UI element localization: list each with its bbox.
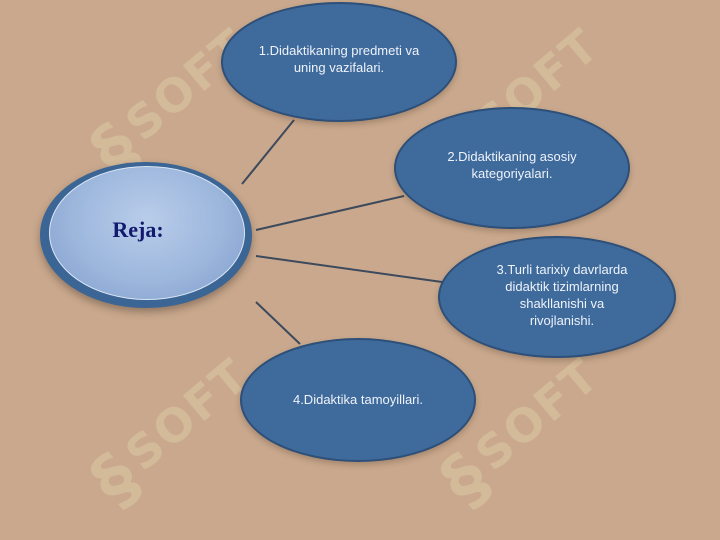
- connector-line-3: [255, 255, 443, 283]
- topic-label-2: 2.Didaktikaning asosiy kategoriyalari.: [447, 149, 577, 181]
- topic-label-4: 4.Didaktika tamoyillari.: [292, 391, 424, 407]
- center-label: Reja:: [112, 217, 164, 242]
- topic-label-1: 1.Didaktikaning predmeti va uning vazifa…: [258, 43, 420, 75]
- topic-label-3: 3.Turli tarixiy davrlarda didaktik tizim…: [496, 262, 628, 328]
- connector-line-4: [255, 301, 301, 345]
- center-node: Reja:: [49, 166, 245, 300]
- topic-node-4: 4.Didaktika tamoyillari.: [240, 338, 476, 462]
- connector-line-1: [241, 119, 295, 185]
- connector-line-2: [255, 195, 405, 231]
- topic-node-1: 1.Didaktikaning predmeti va uning vazifa…: [221, 2, 457, 122]
- topic-node-3: 3.Turli tarixiy davrlarda didaktik tizim…: [438, 236, 676, 358]
- topic-node-2: 2.Didaktikaning asosiy kategoriyalari.: [394, 107, 630, 229]
